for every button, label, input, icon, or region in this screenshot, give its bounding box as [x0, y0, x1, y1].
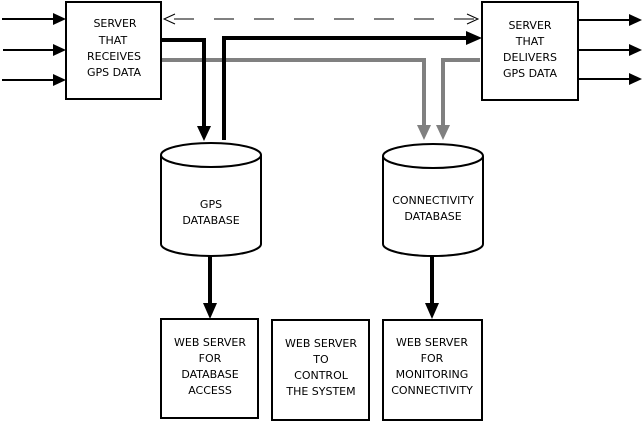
connectivity-database-node: CONNECTIVITY DATABASE: [382, 143, 484, 257]
web-control-label-line: CONTROL: [294, 369, 349, 382]
receiver-server-node: SERVER THAT RECEIVES GPS DATA: [65, 1, 162, 100]
flow-receiver-to-gps-db: [162, 38, 211, 141]
flow-connectivity-db-to-web-monitoring: [425, 256, 439, 319]
gps-db-label-line: DATABASE: [182, 214, 239, 227]
gps-db-label-line: GPS: [200, 198, 222, 211]
incoming-arrow: [3, 44, 66, 56]
outgoing-arrows: [579, 14, 642, 85]
web-server-database-access-node: WEB SERVER FOR DATABASE ACCESS: [160, 318, 259, 419]
web-server-monitoring-node: WEB SERVER FOR MONITORING CONNECTIVITY: [382, 319, 483, 421]
web-monitoring-label-line: WEB SERVER: [396, 336, 468, 349]
web-control-label-line: WEB SERVER: [285, 337, 357, 350]
deliverer-server-node: SERVER THAT DELIVERS GPS DATA: [481, 1, 579, 101]
connectivity-db-label-line: DATABASE: [404, 210, 461, 223]
outgoing-arrow: [579, 14, 642, 26]
receiver-label-line: RECEIVES: [87, 50, 141, 63]
receiver-label-line: GPS DATA: [87, 66, 141, 79]
web-db-access-label-line: ACCESS: [188, 384, 232, 397]
incoming-arrow: [2, 74, 66, 86]
incoming-arrows: [2, 13, 66, 86]
web-monitoring-label-line: CONNECTIVITY: [391, 384, 473, 397]
gray-flow-receiver-to-connectivity-db: [162, 58, 431, 140]
web-db-access-label-line: FOR: [199, 352, 222, 365]
web-server-control-node: WEB SERVER TO CONTROL THE SYSTEM: [271, 319, 370, 421]
web-control-label-line: TO: [312, 353, 329, 366]
gray-flow-deliverer-to-connectivity-db: [436, 58, 480, 140]
receiver-label-line: SERVER: [93, 17, 136, 30]
deliverer-label-line: THAT: [515, 35, 545, 48]
web-db-access-label-line: WEB SERVER: [174, 336, 246, 349]
web-monitoring-label-line: FOR: [421, 352, 444, 365]
receiver-label-line: THAT: [98, 34, 128, 47]
outgoing-arrow: [579, 73, 642, 85]
outgoing-arrow: [579, 44, 642, 56]
connectivity-db-label-line: CONNECTIVITY: [392, 194, 474, 207]
flow-gps-db-to-deliverer: [222, 31, 482, 140]
deliverer-label-line: SERVER: [508, 19, 551, 32]
web-control-label-line: THE SYSTEM: [285, 385, 355, 398]
deliverer-label-line: DELIVERS: [503, 51, 557, 64]
dashed-sync-link: [162, 13, 480, 25]
deliverer-label-line: GPS DATA: [503, 67, 557, 80]
web-db-access-label-line: DATABASE: [181, 368, 238, 381]
web-monitoring-label-line: MONITORING: [396, 368, 469, 381]
flow-gps-db-to-web-db-access: [203, 256, 217, 319]
incoming-arrow: [2, 13, 66, 25]
gps-database-node: GPS DATABASE: [160, 142, 262, 257]
